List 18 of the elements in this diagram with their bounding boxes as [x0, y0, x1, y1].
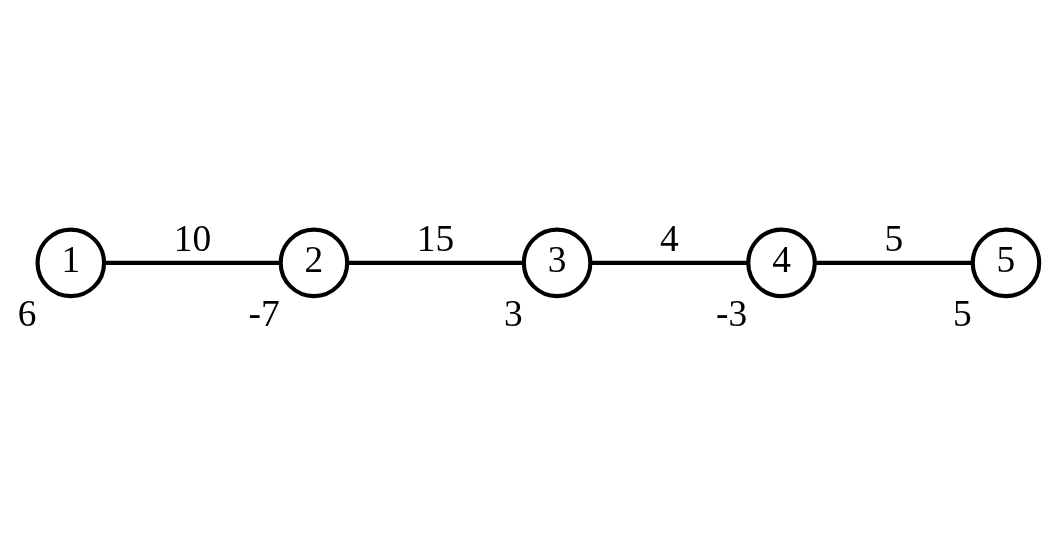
edge-label: 4 — [659, 217, 679, 259]
edge-label: 5 — [884, 217, 904, 259]
node-circle: 4 — [746, 227, 817, 298]
connector — [104, 260, 281, 265]
node-label: -7 — [248, 292, 280, 334]
node-label: 5 — [952, 292, 972, 334]
node-circle: 2 — [278, 227, 350, 298]
node-circle: 1 — [35, 227, 107, 298]
node-label: 3 — [504, 292, 523, 334]
node-circle: 3 — [521, 227, 593, 298]
node-circle: 5 — [970, 227, 1042, 298]
connector — [590, 260, 748, 265]
node-label: -3 — [716, 292, 748, 334]
connector — [815, 260, 973, 265]
connector — [347, 260, 524, 265]
edge-label: 15 — [416, 217, 455, 259]
edge-label: 10 — [173, 217, 212, 259]
node-label: 6 — [17, 292, 37, 334]
